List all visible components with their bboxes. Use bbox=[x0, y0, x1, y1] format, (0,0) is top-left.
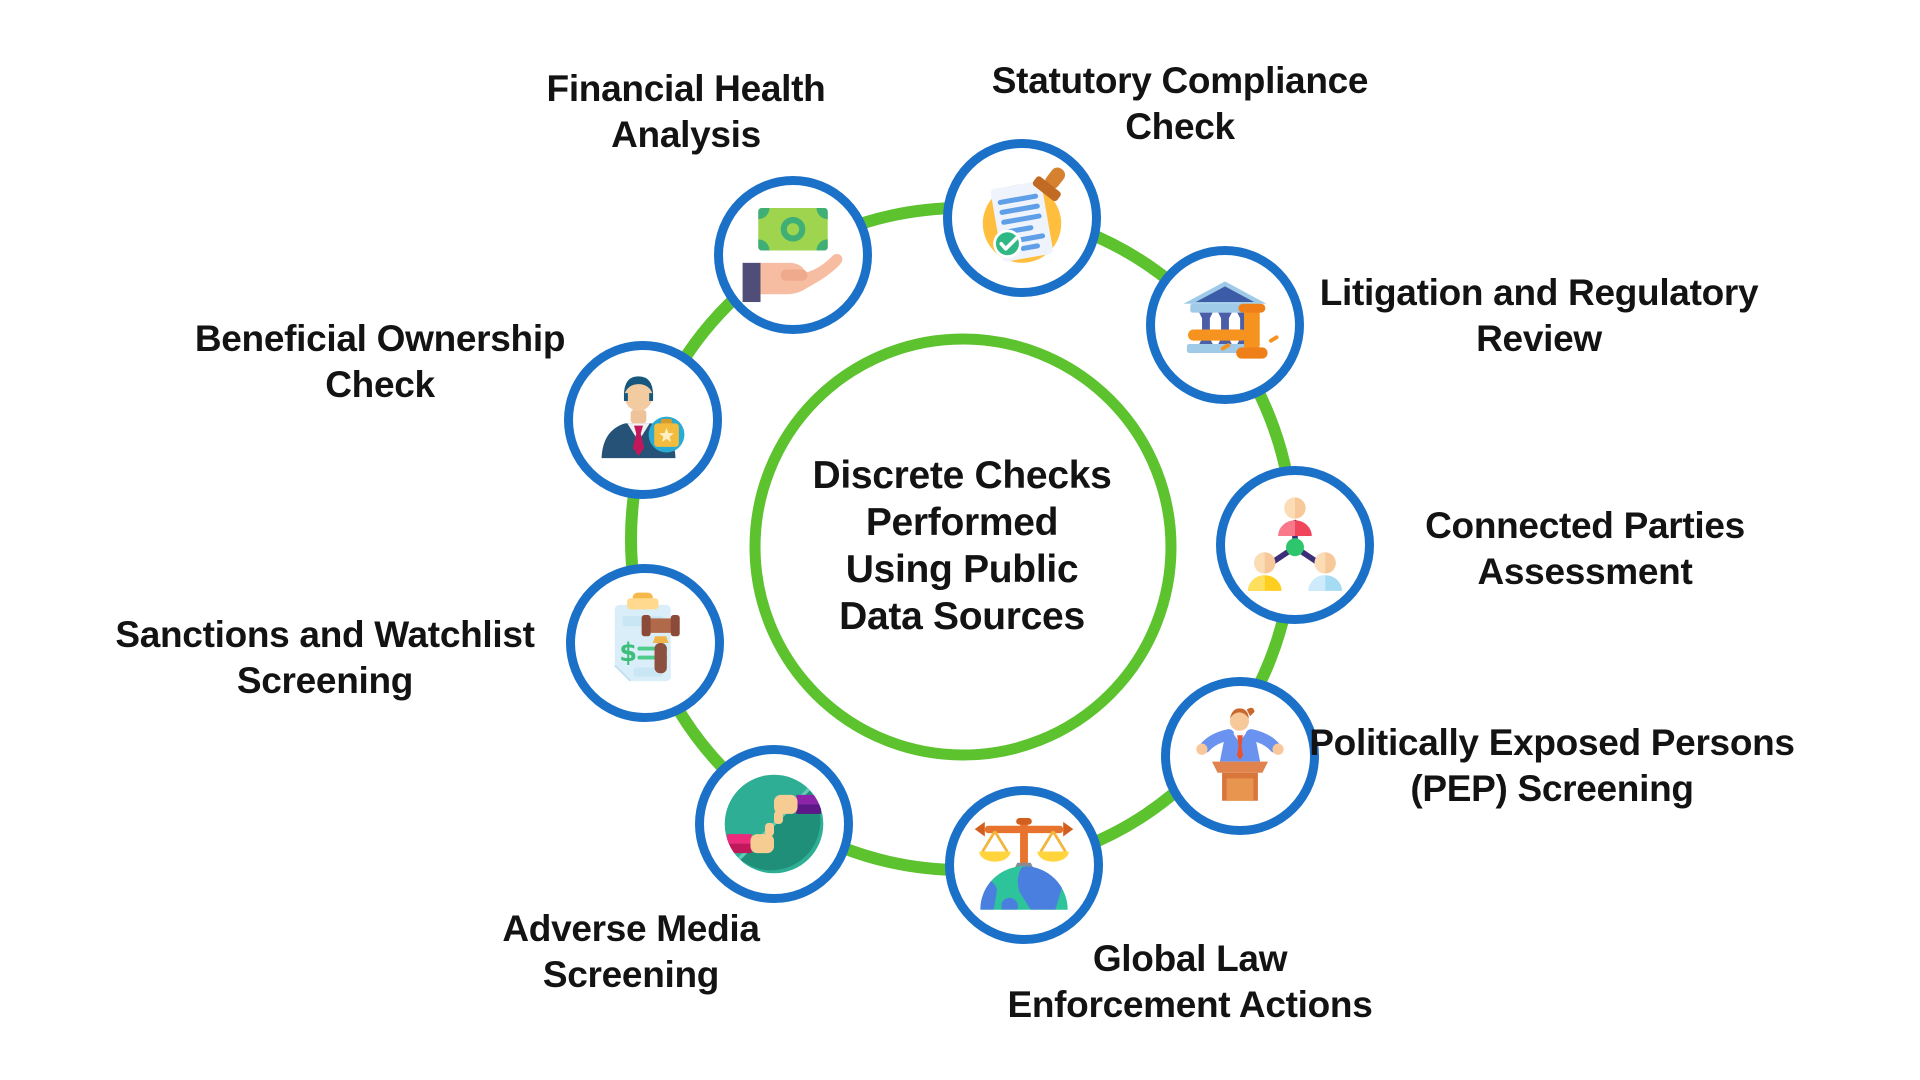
label-litigation-regulatory-review: Litigation and Regulatory Review bbox=[1319, 272, 1759, 359]
node-statutory-compliance-check bbox=[943, 139, 1101, 297]
node-litigation-regulatory-review bbox=[1146, 246, 1304, 404]
label-global-law-enforcement: Global Law Enforcement Actions bbox=[1007, 938, 1373, 1025]
node-financial-health-analysis bbox=[714, 176, 872, 334]
people-network-icon bbox=[1247, 497, 1343, 591]
businessman-badge-icon bbox=[601, 376, 685, 459]
label-pep-screening: Politically Exposed Persons (PEP) Screen… bbox=[1309, 722, 1795, 809]
thumbs-up-down-icon bbox=[724, 774, 824, 874]
courthouse-gavel-icon bbox=[1183, 281, 1279, 359]
globe-scales-icon bbox=[974, 817, 1074, 910]
node-sanctions-watchlist-screening: $ bbox=[566, 564, 724, 722]
node-connected-parties-assessment bbox=[1216, 466, 1374, 624]
speaker-podium-icon bbox=[1196, 707, 1284, 801]
node-pep-screening bbox=[1161, 677, 1319, 835]
label-sanctions-watchlist-screening: Sanctions and Watchlist Screening bbox=[115, 614, 535, 701]
label-statutory-compliance-check: Statutory Compliance Check bbox=[991, 60, 1369, 147]
node-global-law-enforcement bbox=[945, 786, 1103, 944]
stamped-document-icon bbox=[982, 167, 1066, 263]
node-beneficial-ownership-check bbox=[564, 341, 722, 499]
document-gavel-icon: $ bbox=[614, 592, 680, 682]
center-title: Discrete Checks Performed Using Public D… bbox=[812, 454, 1112, 638]
label-connected-parties-assessment: Connected Parties Assessment bbox=[1425, 505, 1745, 592]
money-in-hand-icon bbox=[742, 207, 843, 303]
label-beneficial-ownership-check: Beneficial Ownership Check bbox=[194, 318, 566, 405]
label-financial-health-analysis: Financial Health Analysis bbox=[546, 68, 826, 155]
node-adverse-media-screening bbox=[695, 745, 853, 903]
center-circle bbox=[749, 333, 1177, 761]
label-adverse-media-screening: Adverse Media Screening bbox=[502, 908, 760, 995]
svg-text:$: $ bbox=[619, 638, 637, 668]
